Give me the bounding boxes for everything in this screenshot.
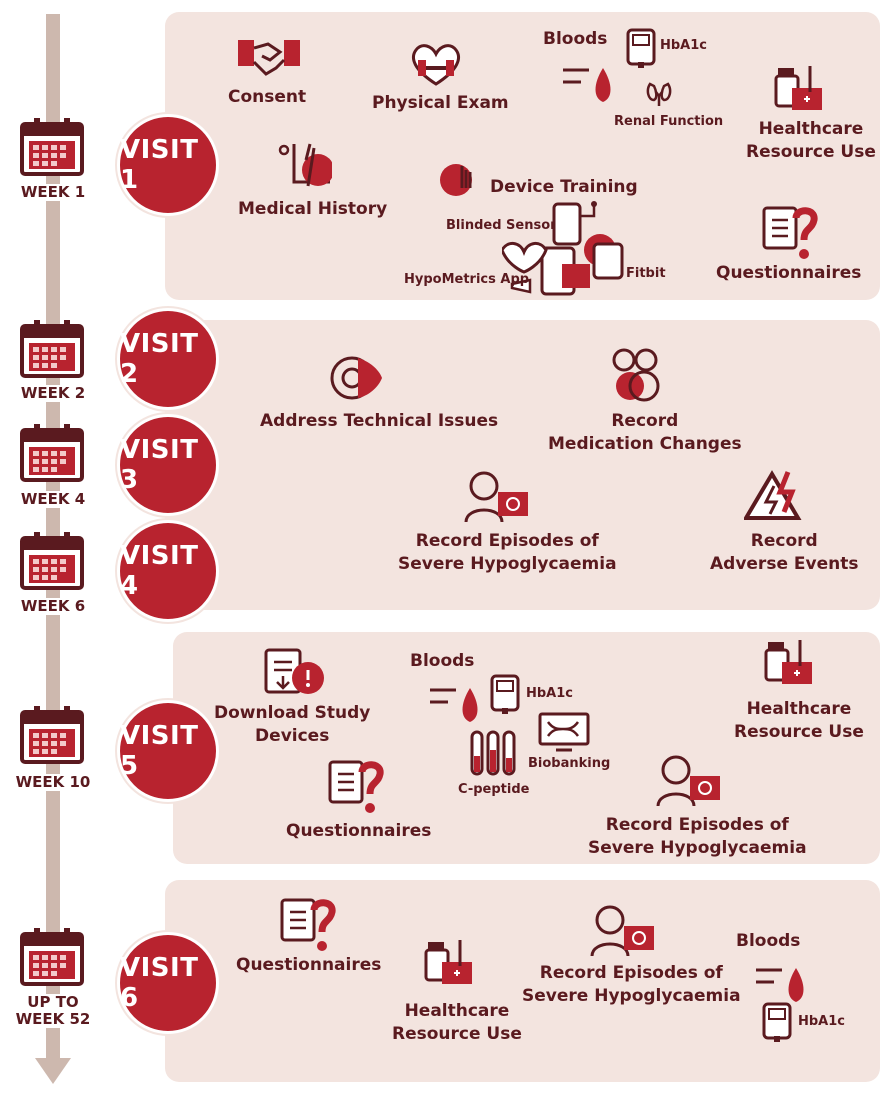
download-devices-label: Download Study Devices: [214, 702, 370, 748]
test-tubes-icon: [470, 730, 516, 776]
physical-exam-label: Physical Exam: [372, 93, 509, 113]
questionnaires-label: Questionnaires: [236, 955, 382, 975]
timeline-arrow-icon: [35, 1058, 71, 1084]
severe-hypo-line: Record Episodes of: [605, 815, 789, 835]
kidney-icon: [646, 82, 672, 106]
adverse-events-line: Adverse Events: [710, 554, 859, 574]
record-medication-line: Medication Changes: [548, 434, 742, 454]
calendar-icon: [20, 706, 84, 764]
healthcare-line: Resource Use: [734, 722, 864, 742]
touch-icon: [440, 164, 472, 196]
healthcare-label: Healthcare Resource Use: [746, 118, 876, 164]
medicine-icon: [774, 66, 822, 110]
pills-clock-icon: [612, 348, 660, 402]
week-label: WEEK 1: [8, 184, 98, 201]
medicine-icon: [424, 940, 472, 984]
bloods-label: Bloods: [543, 29, 608, 49]
healthcare-label: Healthcare Resource Use: [734, 698, 864, 744]
hypo-patient-icon: [590, 905, 654, 957]
healthcare-line: Healthcare: [758, 119, 864, 139]
severe-hypo-line: Severe Hypoglycaemia: [588, 838, 807, 858]
calendar-icon: [20, 928, 84, 986]
bloods-label: Bloods: [410, 651, 475, 671]
visit-1-badge: VISIT 1: [117, 114, 219, 216]
device-sensor-icon: [502, 201, 624, 296]
handshake-icon: [238, 40, 300, 76]
visit-5-badge: VISIT 5: [117, 700, 219, 802]
eye-gear-icon: [330, 356, 382, 400]
week-label: WEEK 2: [8, 385, 98, 402]
severe-hypo-label: Record Episodes of Severe Hypoglycaemia: [522, 962, 741, 1008]
medical-history-icon: [278, 143, 332, 187]
medicine-icon: [764, 640, 812, 684]
record-medication-label: Record Medication Changes: [548, 410, 742, 456]
blood-drop-icon: [430, 688, 478, 722]
visits-2-4-panel: [165, 320, 880, 610]
consent-label: Consent: [228, 87, 307, 107]
severe-hypo-line: Severe Hypoglycaemia: [398, 554, 617, 574]
device-training-label: Device Training: [490, 177, 638, 197]
week-label: UP TO WEEK 52: [8, 994, 98, 1028]
blood-drop-icon: [563, 68, 611, 102]
blinded-sensor-label: Blinded Sensor: [446, 218, 557, 233]
severe-hypo-line: Record Episodes of: [539, 963, 723, 983]
blood-drop-icon: [756, 968, 804, 1002]
severe-hypo-line: Severe Hypoglycaemia: [522, 986, 741, 1006]
glucose-meter-icon: [626, 28, 656, 68]
severe-hypo-label: Record Episodes of Severe Hypoglycaemia: [398, 530, 617, 576]
hypometrics-app-label: HypoMetrics App: [404, 272, 530, 287]
week-label-line: UP TO: [27, 993, 79, 1011]
adverse-events-line: Record: [750, 531, 818, 551]
calendar-icon: [20, 532, 84, 590]
fitbit-label: Fitbit: [626, 266, 666, 281]
address-technical-label: Address Technical Issues: [260, 411, 499, 431]
c-peptide-label: C-peptide: [458, 782, 530, 797]
questionnaires-label: Questionnaires: [286, 821, 432, 841]
week-label-line: WEEK 52: [15, 1010, 91, 1028]
calendar-icon: [20, 424, 84, 482]
week-label: WEEK 4: [8, 491, 98, 508]
visit-6-badge: VISIT 6: [117, 932, 219, 1034]
biobanking-label: Biobanking: [528, 756, 611, 771]
bloods-label: Bloods: [736, 931, 801, 951]
calendar-icon: [20, 118, 84, 176]
healthcare-line: Healthcare: [746, 699, 852, 719]
calendar-icon: [20, 320, 84, 378]
healthcare-line: Resource Use: [392, 1024, 522, 1044]
dna-monitor-icon: [538, 712, 590, 752]
hba1c-label: HbA1c: [660, 38, 707, 53]
renal-function-label: Renal Function: [614, 114, 724, 129]
week-label: WEEK 6: [8, 598, 98, 615]
questionnaire-icon: [280, 898, 336, 951]
questionnaire-icon: [762, 206, 818, 259]
hypo-patient-icon: [464, 471, 528, 523]
healthcare-label: Healthcare Resource Use: [392, 1000, 522, 1046]
severe-hypo-label: Record Episodes of Severe Hypoglycaemia: [588, 814, 807, 860]
glucose-meter-icon: [490, 674, 520, 714]
download-document-icon: [264, 648, 324, 694]
questionnaire-icon: [328, 760, 384, 813]
fitness-heart-icon: [412, 44, 460, 86]
glucose-meter-icon: [762, 1002, 792, 1042]
adverse-events-label: Record Adverse Events: [710, 530, 858, 576]
record-medication-line: Record: [611, 411, 679, 431]
visit-4-badge: VISIT 4: [117, 520, 219, 622]
visit-2-badge: VISIT 2: [117, 308, 219, 410]
download-devices-line: Devices: [255, 726, 330, 746]
questionnaires-label: Questionnaires: [716, 263, 862, 283]
healthcare-line: Healthcare: [404, 1001, 510, 1021]
warning-icon: [744, 470, 802, 520]
hba1c-label: HbA1c: [798, 1014, 845, 1029]
hypo-patient-icon: [656, 755, 720, 807]
hba1c-label: HbA1c: [526, 686, 573, 701]
visit-3-badge: VISIT 3: [117, 414, 219, 516]
week-label: WEEK 10: [8, 774, 98, 791]
medical-history-label: Medical History: [238, 199, 388, 219]
healthcare-line: Resource Use: [746, 142, 876, 162]
download-devices-line: Download Study: [214, 703, 371, 723]
severe-hypo-line: Record Episodes of: [415, 531, 599, 551]
